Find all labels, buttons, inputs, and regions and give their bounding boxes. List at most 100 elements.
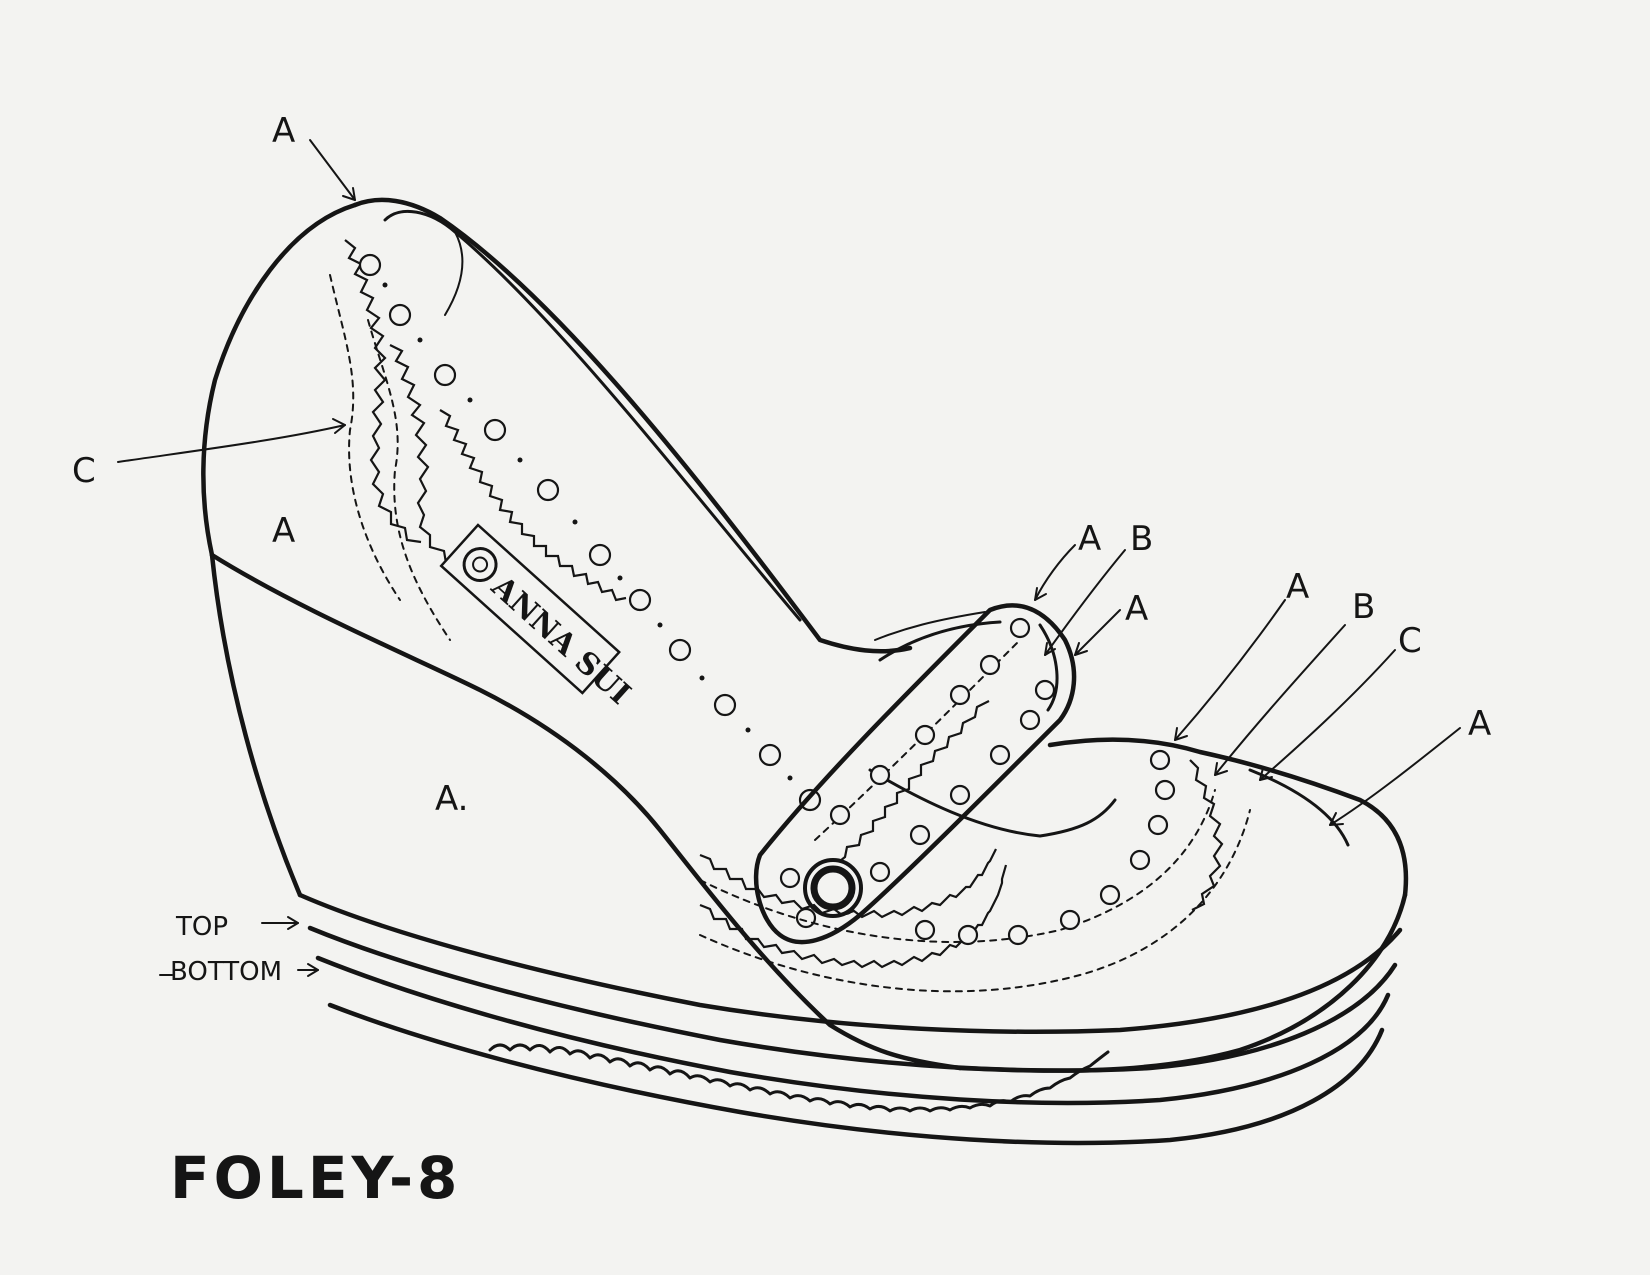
eyelet — [989, 744, 1011, 766]
stitch-dot — [787, 775, 793, 781]
callout-label-heel-collar: A — [272, 111, 295, 151]
leader-arrow — [1214, 624, 1346, 776]
callout-label-strap-stitch: B — [1130, 519, 1153, 559]
eyelet — [949, 784, 971, 806]
platform-mid-line-1 — [307, 925, 1398, 1073]
callout-label-wedge-heel: A. — [435, 779, 468, 819]
stitch-dot — [657, 622, 663, 628]
eyelet — [1129, 849, 1151, 871]
vamp-stitch-2 — [699, 809, 1251, 993]
callout-label-toe-cap: A — [1468, 704, 1491, 744]
eyelet — [949, 684, 971, 706]
eyelet — [914, 919, 936, 941]
model-name: FOLEY-8 — [170, 1144, 461, 1212]
vamp-throat — [868, 768, 1117, 838]
callout-label-vamp-trim: C — [1398, 621, 1422, 661]
platform-bottom-line — [327, 1002, 1385, 1146]
collar-zigzag — [439, 409, 627, 602]
eyelet — [758, 743, 782, 767]
eyelet — [433, 363, 457, 387]
leader-arrow — [1044, 549, 1126, 656]
leader-arrow — [1259, 649, 1396, 781]
zigzag-outer — [344, 239, 422, 544]
callout-label-quarter-trim: C — [72, 451, 96, 491]
brand-logo-text: ANNA SUI — [484, 569, 637, 712]
heel-back-line — [201, 202, 358, 558]
callout-labels: A C A A. A B A A B C A TOP BOTTOM FOLEY-… — [72, 111, 1491, 1212]
eyelet — [358, 253, 382, 277]
vamp-stitch-1 — [699, 789, 1216, 943]
collar-rim-inner — [383, 209, 802, 622]
eyelet — [795, 907, 817, 929]
strap-outer — [753, 603, 1077, 945]
eyelet — [628, 588, 652, 612]
leader-arrow — [117, 424, 346, 463]
stitch-dot — [417, 337, 423, 343]
vamp-zigzag-3 — [1189, 759, 1224, 911]
strap-inner-edge — [1038, 623, 1059, 712]
eyelet — [588, 543, 612, 567]
callout-label-vamp-edge: A — [1286, 567, 1309, 607]
eyelet — [1034, 679, 1056, 701]
opening-inner — [874, 611, 986, 641]
eyelet — [914, 724, 936, 746]
eyelet — [668, 638, 692, 662]
eyelet — [909, 824, 931, 846]
leader-arrow — [287, 916, 299, 930]
leader-arrow — [332, 418, 346, 434]
toe-inner-line — [1248, 768, 1350, 847]
eyelet — [713, 693, 737, 717]
opening-far-side — [878, 620, 1002, 662]
leader-arrow — [1074, 609, 1121, 656]
stitch-dot — [572, 519, 578, 525]
eyelet — [388, 303, 412, 327]
callout-leaders — [117, 139, 1461, 977]
stitch-dot — [699, 675, 705, 681]
eyelet — [1059, 909, 1081, 931]
eyelet — [869, 764, 891, 786]
collar-rim-outer — [352, 197, 913, 654]
vamp-zigzag-2 — [699, 864, 1008, 969]
quarter-zigzag-trim — [329, 239, 466, 641]
vamp-top-line — [1047, 737, 1409, 898]
leader-arrow — [1174, 727, 1188, 741]
eyelet — [1099, 884, 1121, 906]
leader-arrow — [1214, 762, 1228, 776]
eyelet — [1009, 617, 1031, 639]
eyelet — [1149, 749, 1171, 771]
stitch-dot — [382, 282, 388, 288]
leader-arrow — [307, 963, 319, 977]
eyelet — [1019, 709, 1041, 731]
leader-arrow — [1329, 727, 1461, 826]
wedge-front-line — [209, 552, 303, 898]
platform-sole — [297, 892, 1403, 1146]
leader-arrow — [1044, 642, 1056, 656]
stitch-line-quarter-1 — [329, 274, 401, 601]
leader-arrow — [309, 139, 356, 201]
platform-top-line — [297, 892, 1403, 1034]
eyelet — [1007, 924, 1029, 946]
callout-label-strap-edge: A — [1078, 519, 1101, 559]
mary-jane-strap — [753, 603, 1077, 945]
rose-icon — [462, 547, 498, 583]
stitch-dot — [745, 727, 751, 733]
eyelet — [1154, 779, 1176, 801]
callout-label-vamp-stitch: B — [1352, 587, 1375, 627]
stitch-dot — [517, 457, 523, 463]
leader-arrow — [1034, 587, 1047, 601]
sole-label-bottom: BOTTOM — [170, 957, 282, 987]
vamp-trim — [699, 749, 1251, 993]
callout-label-strap-inner: A — [1125, 589, 1148, 629]
wedge-top-seam — [209, 552, 963, 1071]
sole-tread — [488, 1043, 1110, 1113]
zigzag-inner — [389, 344, 466, 578]
eyelet — [779, 867, 801, 889]
leader-arrow — [1074, 642, 1088, 656]
eyelet — [869, 861, 891, 883]
strap-zigzag — [834, 700, 990, 866]
stitch-dot — [467, 397, 473, 403]
leader-arrow — [1329, 812, 1344, 826]
eyelet — [483, 418, 507, 442]
